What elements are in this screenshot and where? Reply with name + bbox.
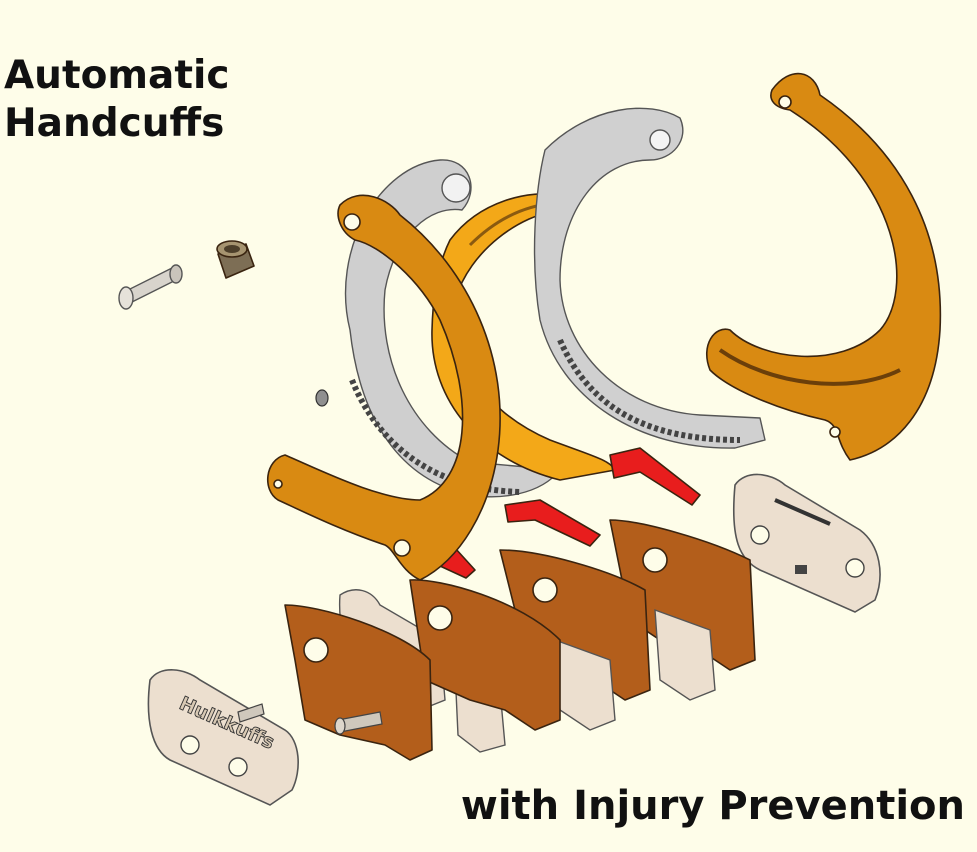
end-plate-left: Hulkkuffs [147, 669, 299, 806]
grey-ring-right [533, 107, 766, 449]
bushing [216, 240, 255, 279]
lock-plate-stack [284, 519, 756, 761]
page-title: Automatic Handcuffs [4, 52, 229, 148]
screw [315, 389, 329, 407]
orange-arm-right [705, 72, 942, 461]
title-line-1: Automatic [4, 53, 230, 98]
end-plate-right [732, 473, 881, 613]
title-line-2: Handcuffs [4, 101, 225, 146]
subtitle: with Injury Prevention [460, 783, 965, 829]
hinge-pin [118, 264, 183, 310]
orange-arm-front [266, 194, 501, 581]
